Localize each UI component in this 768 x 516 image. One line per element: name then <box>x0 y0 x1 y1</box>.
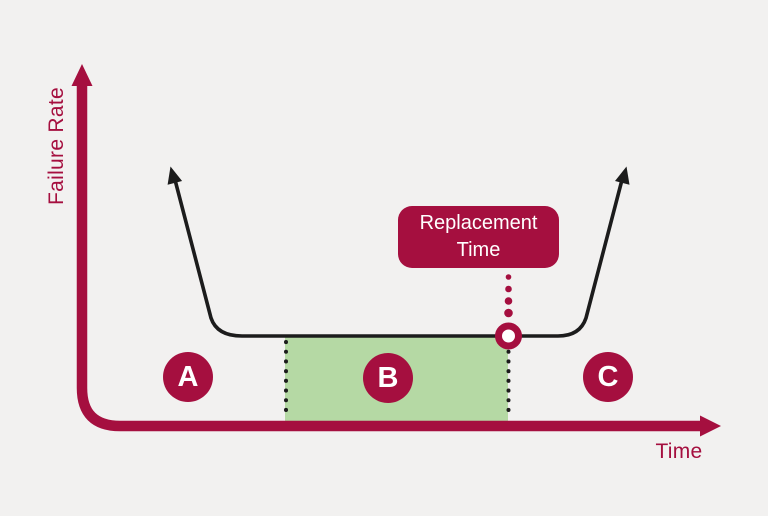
curve-arrow-left-icon <box>167 166 183 185</box>
curve-arrow-right-icon <box>615 166 630 185</box>
region-badge-a: A <box>163 352 213 402</box>
replacement-time-callout: Replacement Time <box>398 206 559 268</box>
replacement-point-marker <box>495 322 522 350</box>
replacement-time-callout-line2: Time <box>456 239 501 261</box>
region-badge-c: C <box>583 352 633 402</box>
replacement-connector-dots <box>504 274 513 318</box>
y-axis-label: Failure Rate <box>45 87 68 205</box>
replacement-time-callout-line1: Replacement <box>419 212 538 234</box>
x-axis-label: Time <box>655 440 703 463</box>
failure-rate-curve <box>172 175 625 338</box>
x-axis-arrow-icon <box>700 415 721 437</box>
y-axis-arrow-icon <box>71 64 93 86</box>
region-badge-b: B <box>363 353 413 403</box>
axis-line <box>76 78 706 432</box>
